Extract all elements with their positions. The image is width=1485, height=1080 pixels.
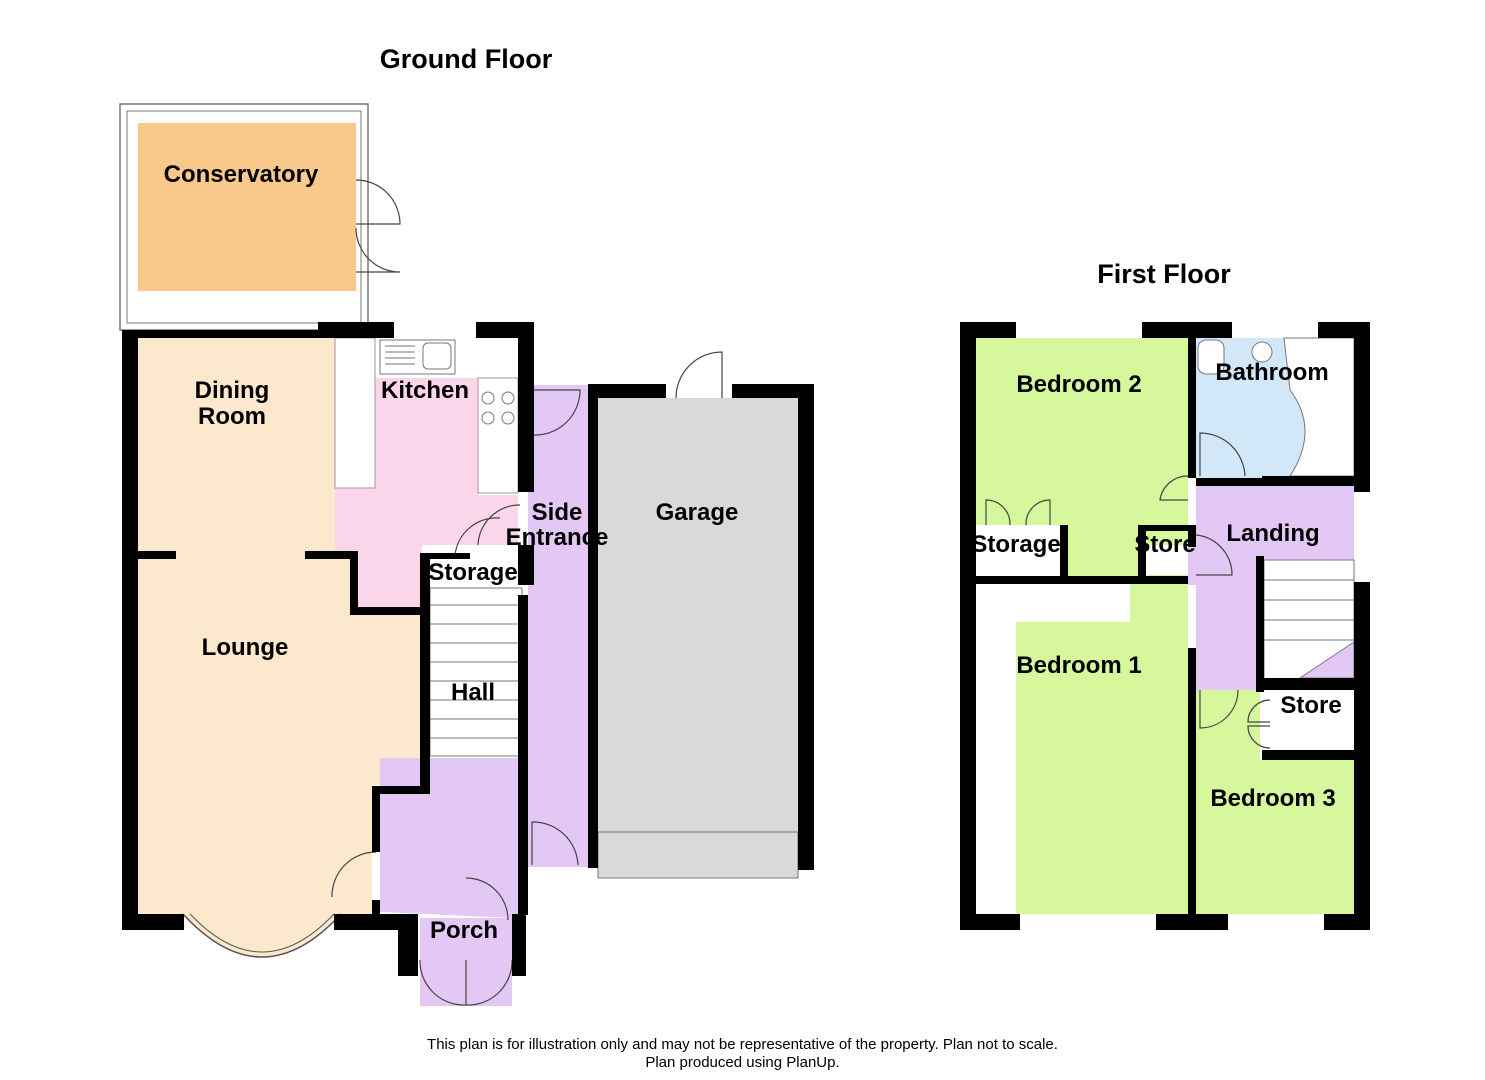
disclaimer-line-2: Plan produced using PlanUp. — [645, 1054, 840, 1071]
side-entrance-area — [528, 385, 588, 867]
side-entrance-label-line1: Side — [532, 499, 583, 526]
conservatory-label: Conservatory — [164, 161, 319, 188]
ground-floor — [119, 103, 814, 1006]
dining-room-label-line2: Room — [198, 403, 266, 430]
staircase — [429, 587, 523, 757]
lounge-label: Lounge — [202, 634, 289, 661]
dining-room-label-line1: Dining — [195, 377, 270, 404]
porch-label: Porch — [430, 917, 498, 944]
bedroom-1-area — [1016, 584, 1188, 914]
storage-label: Storage — [428, 559, 517, 586]
bedroom-3-label: Bedroom 3 — [1210, 785, 1335, 812]
first-floor — [960, 322, 1370, 930]
store-upper-label: Store — [1134, 531, 1195, 558]
bedroom-3-area — [1196, 690, 1354, 914]
disclaimer-line-1: This plan is for illustration only and m… — [427, 1036, 1058, 1053]
conservatory — [119, 103, 401, 331]
hall-label: Hall — [451, 679, 495, 706]
landing-label: Landing — [1226, 520, 1319, 547]
store-lower-label: Store — [1280, 692, 1341, 719]
bath-icon — [1197, 337, 1355, 477]
first-floor-stairs — [1263, 559, 1355, 689]
bay-window — [182, 913, 342, 958]
kitchen-floor — [335, 378, 518, 612]
side-entrance-label-line2: Entrance — [506, 524, 609, 551]
kitchen-area — [335, 338, 518, 495]
kitchen-label: Kitchen — [381, 377, 469, 404]
hob-icon — [481, 391, 515, 425]
first-floor-title: First Floor — [1097, 259, 1231, 289]
ground-floor-labels: Ground Floor Conservatory Dining Room Ki… — [164, 44, 739, 944]
garage-label: Garage — [656, 499, 739, 526]
first-floor-labels: First Floor Bedroom 2 Bathroom Storage S… — [971, 259, 1341, 812]
storage-label-first: Storage — [971, 531, 1060, 558]
ground-floor-walls — [122, 322, 814, 976]
bedroom-1-label: Bedroom 1 — [1016, 652, 1141, 679]
first-floor-walls — [960, 322, 1370, 930]
bathroom-label: Bathroom — [1215, 359, 1328, 386]
garage-area — [598, 398, 798, 878]
sink-icon — [379, 339, 456, 375]
ground-floor-title: Ground Floor — [380, 44, 553, 74]
bedroom-2-area — [976, 338, 1188, 576]
bedroom-2-label: Bedroom 2 — [1016, 371, 1141, 398]
dining-lounge-area — [138, 338, 420, 914]
